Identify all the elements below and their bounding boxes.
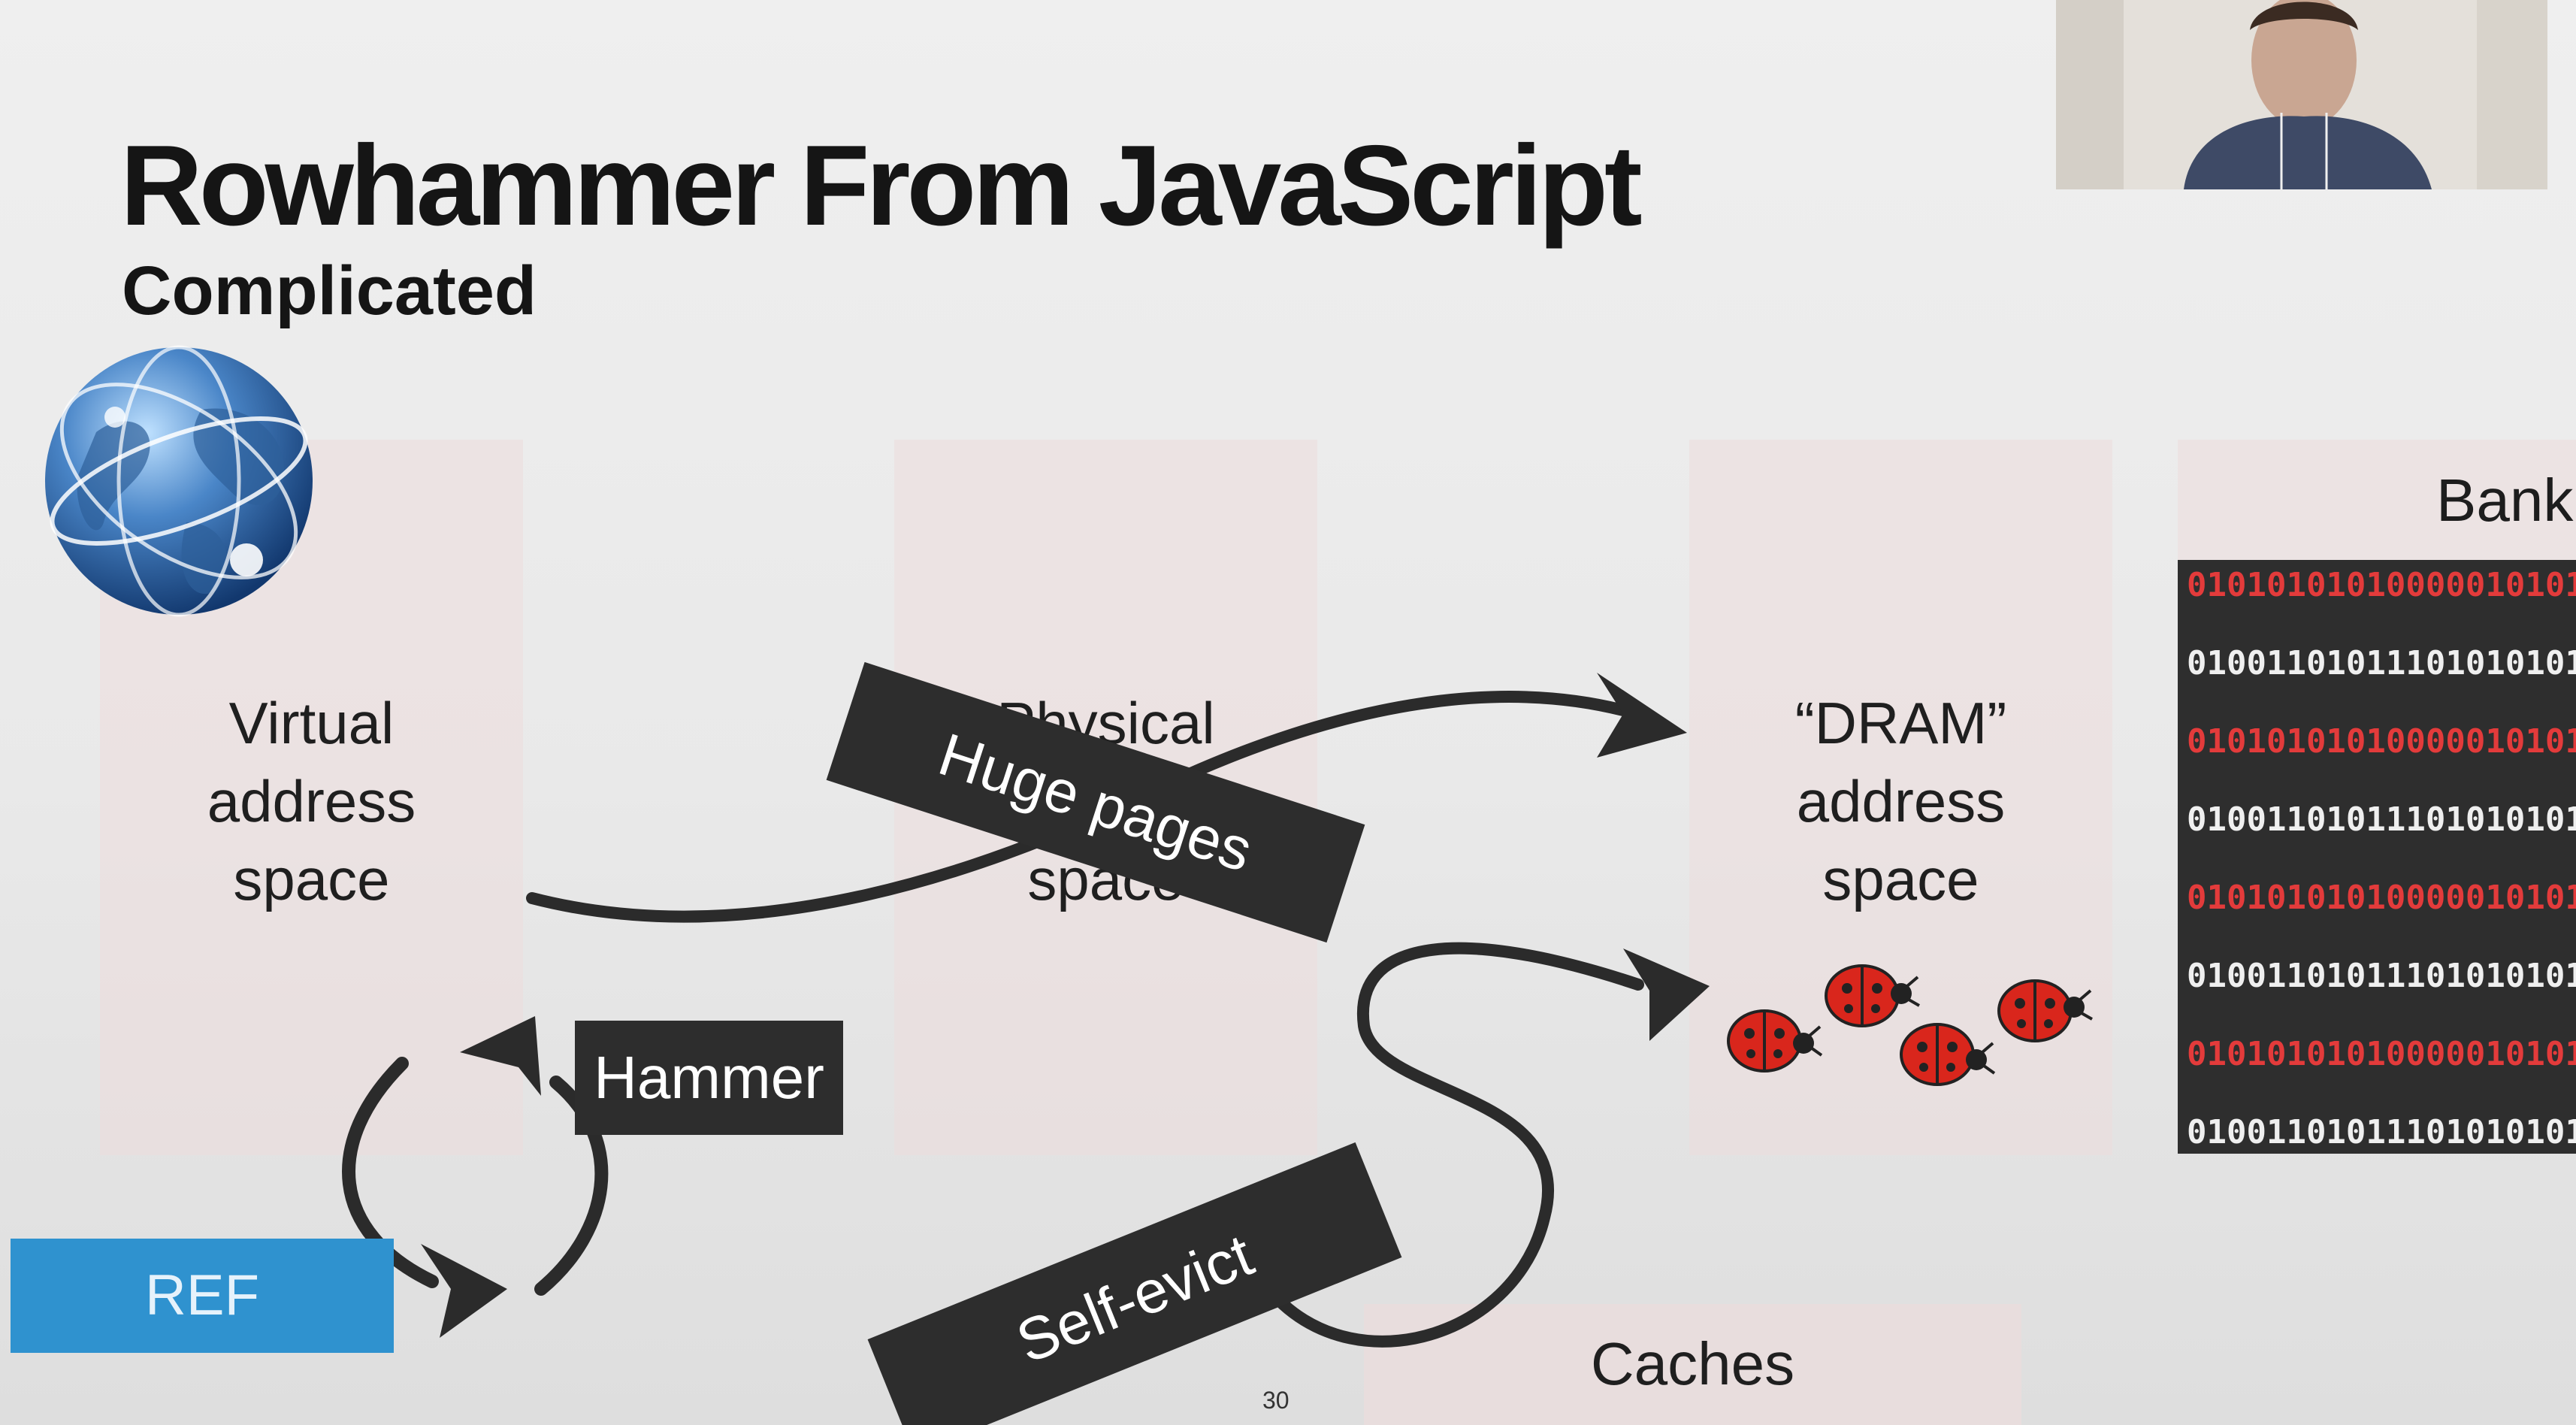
bank-row: 01001101011101010101 <box>2187 644 2576 682</box>
slide-title: Rowhammer From JavaScript <box>120 122 1643 250</box>
dram-label-line: address <box>1796 768 2006 834</box>
hammer-loop-arrowhead-top <box>460 1016 541 1096</box>
bank-row: 01001101011101010101 <box>2187 957 2576 995</box>
bank-row: 01010101010000010101 <box>2187 566 2576 604</box>
huge-pages-arrowhead <box>1597 673 1687 758</box>
slide-subtitle: Complicated <box>122 253 537 329</box>
presenter-silhouette <box>2056 0 2547 189</box>
ladybug-icon <box>1900 1023 1996 1086</box>
ladybug-icon <box>1727 1009 1823 1073</box>
hammer-loop-arrowhead-bottom <box>421 1244 507 1338</box>
self-evict-arrow <box>1232 942 1644 1348</box>
page-number: 30 <box>1262 1387 1290 1414</box>
bank-row: 01010101010000010101 <box>2187 1035 2576 1073</box>
dram-label-line: “DRAM” <box>1794 690 2007 756</box>
hammer-label: Hammer <box>575 1021 843 1135</box>
caches-box: Caches <box>1364 1304 2021 1425</box>
virtual-label-line: Virtual <box>228 690 395 756</box>
virtual-label-line: space <box>233 846 390 912</box>
bank-label: Bank <box>2436 467 2574 534</box>
ref-button[interactable]: REF <box>11 1239 394 1353</box>
virtual-label-line: address <box>207 768 416 834</box>
dram-address-label: “DRAM” address space <box>1727 684 2075 918</box>
self-evict-arrowhead <box>1623 948 1710 1041</box>
virtual-address-label: Virtual address space <box>138 684 485 918</box>
globe-icon <box>45 345 313 617</box>
bank-bits-block: 01010101010000010101 0100110101110101010… <box>2178 560 2576 1154</box>
dram-label-line: space <box>1822 846 1979 912</box>
hammer-loop-left <box>342 1057 439 1288</box>
ladybug-icon <box>1825 964 1920 1027</box>
bank-row: 01010101010000010101 <box>2187 722 2576 761</box>
bank-row: 01001101011101010101 <box>2187 1113 2576 1151</box>
webcam-video[interactable] <box>2056 0 2547 189</box>
bank-row: 01001101011101010101 <box>2187 800 2576 839</box>
ladybug-icon <box>1997 979 2093 1042</box>
bank-row: 01010101010000010101 <box>2187 879 2576 917</box>
